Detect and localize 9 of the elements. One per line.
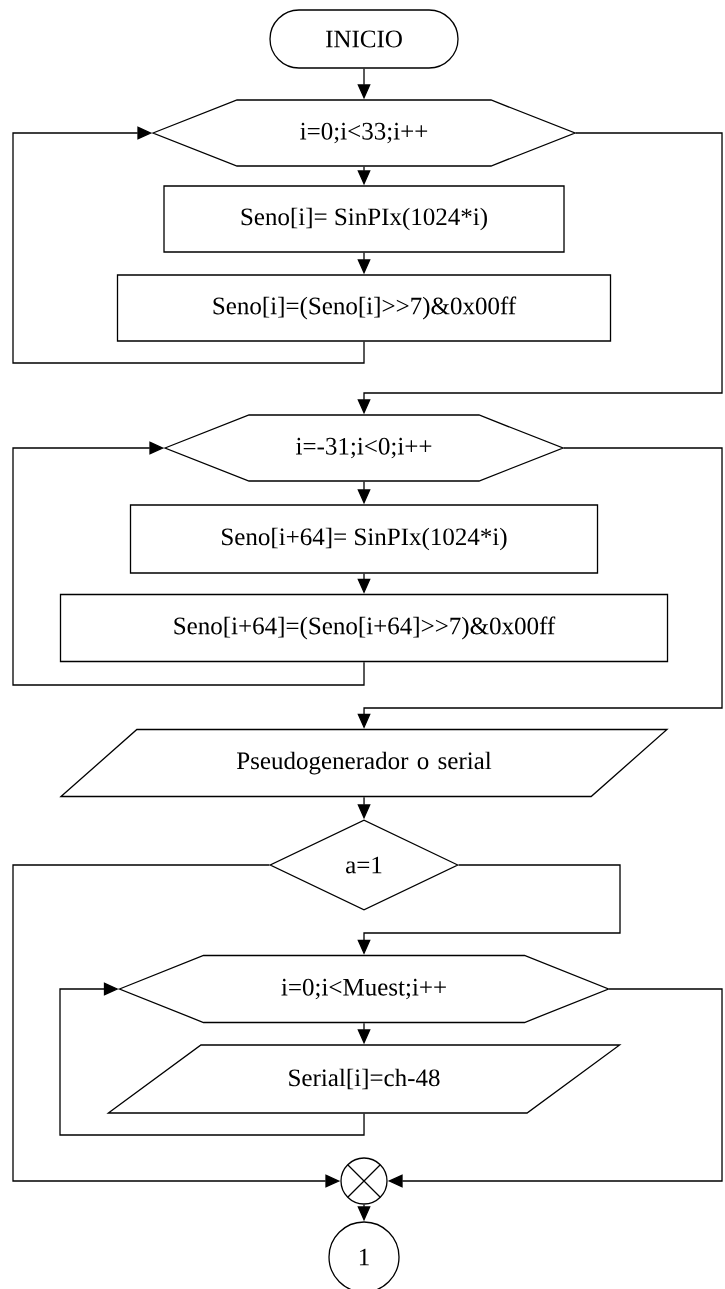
arrow [12, 441, 365, 686]
arrow [12, 126, 365, 364]
process-box: Seno[i+64]=(Seno[i+64]>>7)&0x00ff [59, 593, 669, 663]
process-box: Seno[i+64]= SinPIx(1024*i) [129, 504, 599, 574]
process-box: Seno[i]=(Seno[i]>>7)&0x00ff [116, 274, 612, 342]
arrow [59, 982, 365, 1136]
junction-circle [340, 1157, 388, 1205]
process-box: Seno[i]= SinPIx(1024*i) [163, 185, 565, 253]
terminal-box: INICIO [269, 9, 459, 69]
